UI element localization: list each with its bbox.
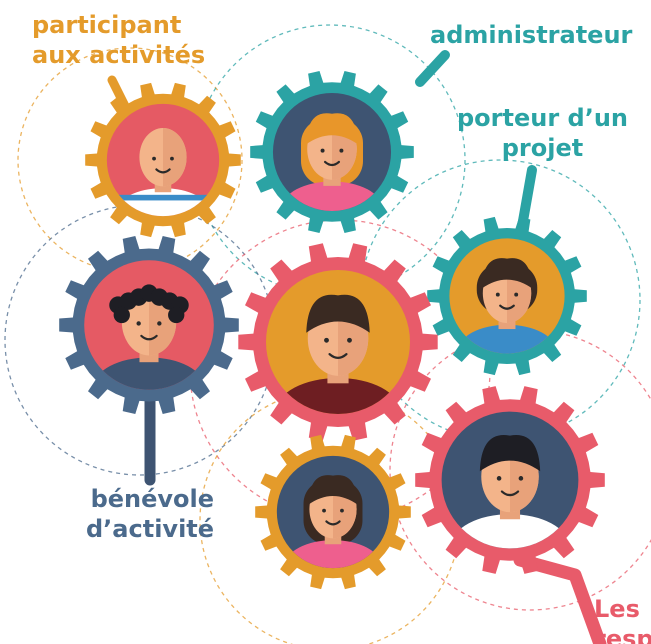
gear-participant (85, 82, 241, 238)
avatar-central-icon (276, 294, 400, 414)
label-participant: participant aux activités (32, 10, 205, 70)
label-participant-line1: participant (32, 11, 182, 39)
orbit-ring (17, 47, 243, 273)
gear-responsable (415, 386, 605, 574)
connector-stem (513, 553, 607, 644)
label-porteur-line1: porteur d’un (457, 104, 628, 132)
avatar-responsable-icon (451, 435, 569, 549)
label-administrateur-line1: administrateur (430, 21, 633, 49)
gear-femme (255, 434, 411, 590)
label-les: Les resp (594, 594, 651, 644)
connector-stem (415, 50, 450, 87)
gear-administrateur (250, 71, 414, 233)
label-benevole: bénévole d’activité (86, 484, 214, 544)
avatar-porteur-icon (458, 258, 556, 354)
label-porteur-line2: projet (501, 134, 584, 162)
label-benevole-line2: d’activité (86, 515, 215, 543)
avatar-administrateur-icon (281, 113, 383, 212)
label-porteur: porteur d’un projet (457, 103, 628, 163)
label-les-line1: Les (594, 595, 640, 623)
label-benevole-line1: bénévole (90, 485, 215, 513)
label-administrateur: administrateur (430, 20, 632, 50)
avatar-participant-icon (115, 127, 211, 217)
gear-porteur (427, 216, 587, 376)
gear-benevole (59, 236, 239, 414)
label-participant-line2: aux activités (32, 41, 206, 69)
label-les-line2: resp (594, 625, 651, 644)
gear-central (238, 243, 438, 441)
avatar-benevole-icon (93, 284, 205, 390)
avatar-femme-icon (285, 475, 381, 569)
